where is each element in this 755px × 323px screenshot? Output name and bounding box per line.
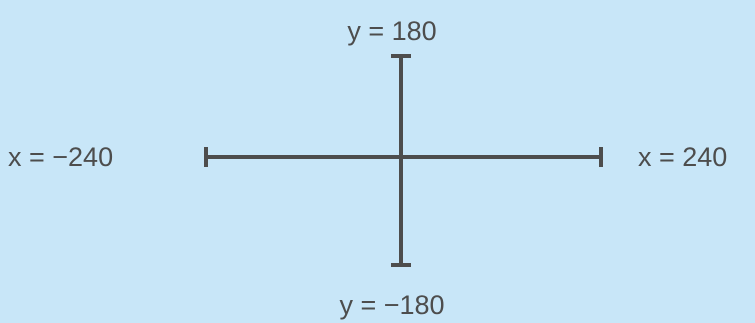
x-max-label: x = 240 (638, 142, 728, 172)
y-max-label: y = 180 (347, 16, 437, 46)
y-min-label: y = −180 (339, 290, 445, 320)
x-min-label: x = −240 (8, 142, 114, 172)
